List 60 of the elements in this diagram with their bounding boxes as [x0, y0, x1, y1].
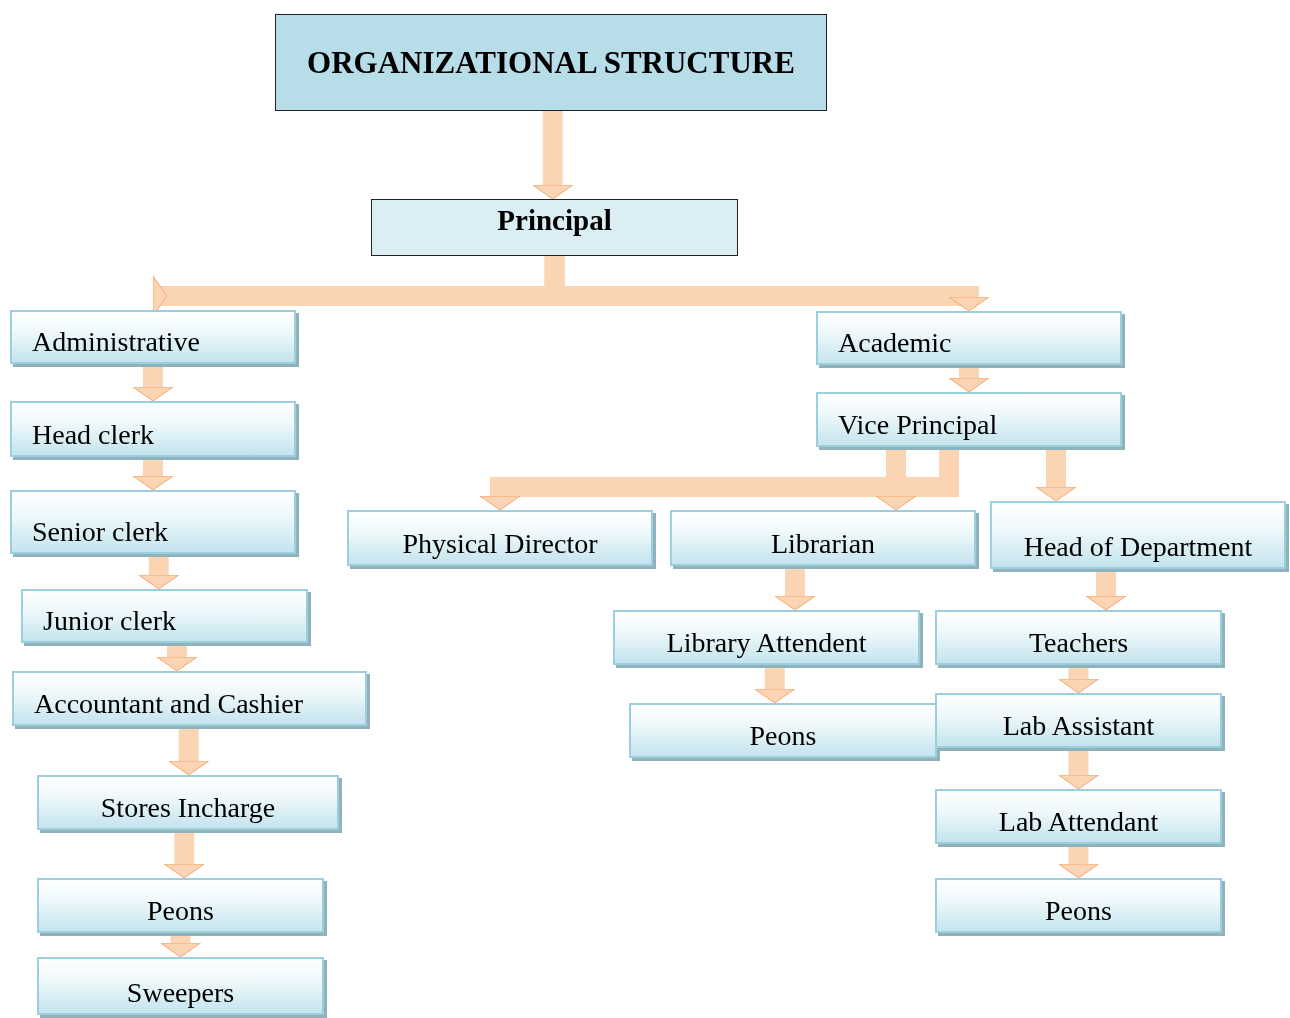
block-arrow — [1058, 748, 1099, 790]
role-box — [816, 392, 1122, 447]
role-box — [37, 957, 324, 1015]
role-box — [10, 490, 296, 554]
role-label: ORGANIZATIONAL STRUCTURE — [307, 44, 795, 81]
block-arrow — [163, 830, 205, 879]
role-box — [347, 510, 653, 566]
role-box — [670, 510, 976, 566]
role-box — [935, 789, 1222, 844]
role-label: Peons — [147, 895, 214, 927]
role-box — [816, 311, 1122, 365]
role-label: Junior clerk — [43, 605, 176, 637]
role-label: Peons — [1045, 895, 1112, 927]
role-label: Academic — [838, 327, 952, 359]
role-box — [12, 671, 367, 726]
role-box — [935, 693, 1222, 748]
role-box — [371, 199, 738, 256]
role-box — [613, 610, 920, 665]
role-box — [37, 775, 339, 830]
role-box — [990, 501, 1286, 569]
role-label: Lab Assistant — [1002, 710, 1155, 742]
block-arrow — [875, 447, 917, 511]
role-label: Physical Director — [402, 528, 598, 560]
role-label: Library Attendent — [666, 627, 867, 659]
block-arrow — [138, 554, 180, 590]
block-arrow — [948, 365, 990, 393]
role-label: Librarian — [770, 528, 876, 560]
role-label: Principal — [497, 204, 612, 237]
block-arrow — [160, 933, 201, 958]
role-box — [629, 703, 937, 758]
role-label: Sweepers — [126, 977, 235, 1009]
role-label: Head clerk — [32, 419, 155, 451]
block-arrow — [532, 111, 574, 200]
role-label: Teachers — [1028, 627, 1129, 659]
block-arrow — [132, 457, 174, 491]
block-arrow — [774, 566, 816, 611]
role-label: Vice Principal — [838, 409, 998, 441]
block-arrow — [1035, 447, 1077, 502]
title-box — [275, 14, 827, 111]
role-box — [21, 589, 308, 643]
role-label: Administrative — [32, 326, 200, 358]
block-arrow — [754, 665, 796, 704]
role-label: Senior clerk — [32, 516, 169, 548]
block-arrow — [1085, 569, 1127, 611]
block-arrow — [156, 643, 198, 672]
block-arrow — [132, 364, 174, 402]
block-arrow — [168, 726, 210, 776]
role-label: Accountant and Cashier — [34, 688, 304, 720]
role-label: Peons — [749, 720, 817, 752]
role-box — [935, 610, 1222, 665]
role-label: Stores Incharge — [100, 792, 276, 824]
role-box — [935, 878, 1222, 933]
block-arrow — [544, 256, 990, 312]
role-box — [37, 878, 324, 933]
block-arrow — [479, 447, 959, 511]
role-label: Head of Department — [1023, 531, 1253, 563]
role-box — [10, 401, 296, 457]
block-arrow — [1058, 665, 1099, 694]
role-box — [10, 310, 296, 364]
role-label: Lab Attendant — [998, 806, 1159, 838]
